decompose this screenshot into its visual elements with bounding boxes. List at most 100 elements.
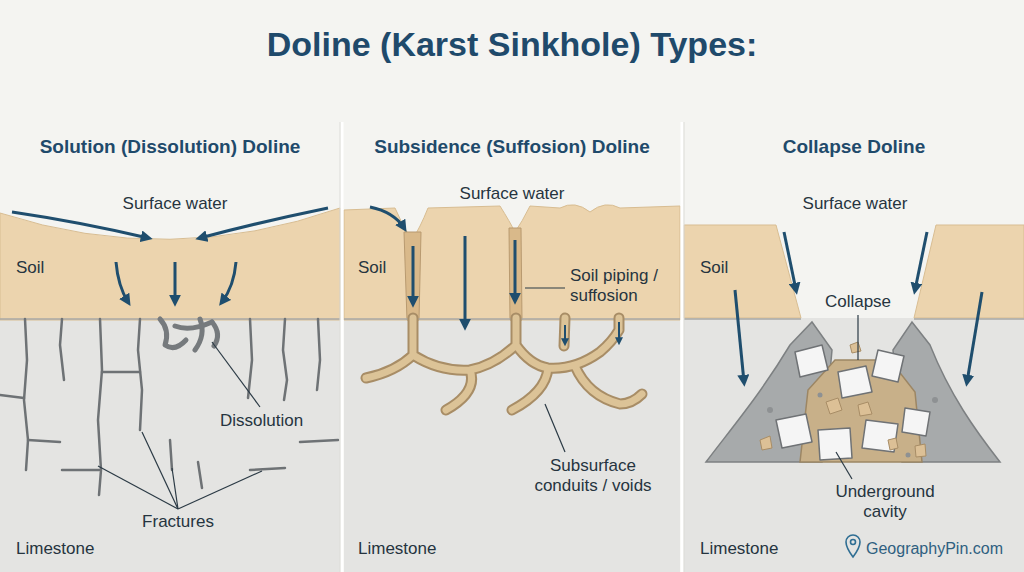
layer-label: Soil — [698, 258, 730, 278]
rock-block — [795, 345, 828, 377]
leader-lines — [525, 288, 565, 452]
soil-fragment — [888, 438, 898, 450]
water-arrow — [12, 212, 148, 238]
panel-band: Solution (Dissolution) Doline — [0, 122, 340, 572]
water-label: Surface water — [121, 194, 230, 214]
rock-fragment — [818, 393, 823, 398]
panel-heading: Collapse Doline — [783, 136, 926, 159]
water-arrow — [735, 290, 744, 382]
limestone-surface — [914, 318, 1024, 320]
soil-fragment — [915, 444, 926, 457]
location-pin-icon — [846, 535, 860, 557]
fracture — [300, 440, 338, 442]
water-arrows — [735, 232, 982, 382]
layer-label: Soil — [14, 258, 46, 278]
rock-fragment — [932, 397, 938, 403]
fracture — [60, 319, 64, 380]
water-label: Surface water — [801, 194, 910, 214]
soil-layer — [344, 205, 680, 320]
leader-line — [525, 287, 565, 288]
panel-separator — [684, 122, 685, 572]
limestone-layer — [684, 318, 1024, 572]
subsurface-conduits — [366, 318, 642, 410]
panel-heading: Subsidence (Suffosion) Doline — [374, 136, 650, 159]
leader-line — [212, 342, 260, 407]
water-arrow — [618, 322, 620, 342]
solution-doline-figure — [0, 208, 340, 572]
fracture — [198, 462, 202, 488]
fracture-lines — [0, 319, 338, 495]
water-arrow — [222, 262, 236, 302]
process-label: Dissolution — [218, 411, 305, 431]
collapse-doline-figure — [684, 225, 1024, 572]
soil-pipe — [404, 232, 421, 320]
pin-dot — [851, 540, 856, 545]
leader-line — [857, 315, 858, 360]
soil-fragment — [760, 436, 772, 450]
rock-fragment — [767, 407, 773, 413]
leader-line — [178, 471, 262, 509]
water-arrow — [967, 292, 982, 382]
water-arrow — [412, 246, 415, 303]
leader-line — [142, 432, 178, 509]
fracture — [317, 319, 320, 390]
panel-separators — [340, 122, 684, 572]
rock-fragments — [767, 393, 938, 458]
rock-block — [818, 428, 852, 460]
widened-crack — [175, 322, 212, 328]
process-label: Collapse — [823, 292, 893, 312]
leader-lines — [836, 315, 858, 479]
fracture — [28, 440, 60, 442]
water-arrow — [784, 232, 796, 290]
diagram-title: Doline (Karst Sinkhole) Types: — [0, 24, 1024, 65]
soil-pipe — [509, 228, 522, 320]
water-arrow — [370, 207, 404, 228]
rock-block — [776, 414, 812, 448]
limestone-layer — [344, 318, 680, 572]
fracture — [250, 468, 285, 470]
layer-label: Limestone — [14, 539, 96, 559]
widened-crack — [160, 319, 186, 348]
soil-fragment — [826, 398, 842, 414]
water-arrow — [464, 236, 467, 326]
subsidence-doline-figure — [344, 205, 680, 572]
rock-fragment — [906, 453, 911, 458]
soil-layer — [0, 208, 340, 320]
leader-line — [172, 468, 178, 509]
limestone-surface — [684, 318, 801, 320]
rock-block — [862, 420, 898, 452]
layer-label: Soil — [356, 258, 388, 278]
panel-separator — [341, 122, 344, 572]
collapsed-blocks — [776, 345, 930, 460]
water-arrow — [174, 262, 177, 302]
leader-line — [545, 404, 565, 452]
soil-block — [914, 225, 1024, 318]
fracture — [283, 319, 287, 400]
process-label: Soil piping / suffosion — [568, 266, 676, 307]
water-label: Surface water — [458, 184, 567, 204]
soil-fragment — [850, 342, 861, 353]
water-arrows — [12, 208, 328, 302]
soil-fragment — [858, 402, 872, 416]
layer-label: Limestone — [356, 539, 438, 559]
fracture — [0, 395, 24, 398]
feature-label: Underground cavity — [827, 482, 943, 523]
dissolution-zone — [160, 319, 218, 350]
pin-outline — [846, 535, 860, 557]
layer-label: Limestone — [698, 539, 780, 559]
leader-line — [836, 452, 852, 479]
leader-line — [98, 466, 178, 509]
panel-heading: Solution (Dissolution) Doline — [40, 136, 301, 159]
fracture — [24, 319, 28, 470]
conduit-outline — [366, 318, 642, 410]
fracture — [138, 319, 142, 430]
soil-block — [684, 225, 801, 318]
fracture — [62, 469, 99, 472]
rock-block — [838, 366, 872, 398]
water-arrow — [514, 240, 517, 300]
panel-separator — [681, 122, 684, 572]
rubble-fill — [800, 360, 922, 462]
limestone-surface — [0, 318, 340, 320]
